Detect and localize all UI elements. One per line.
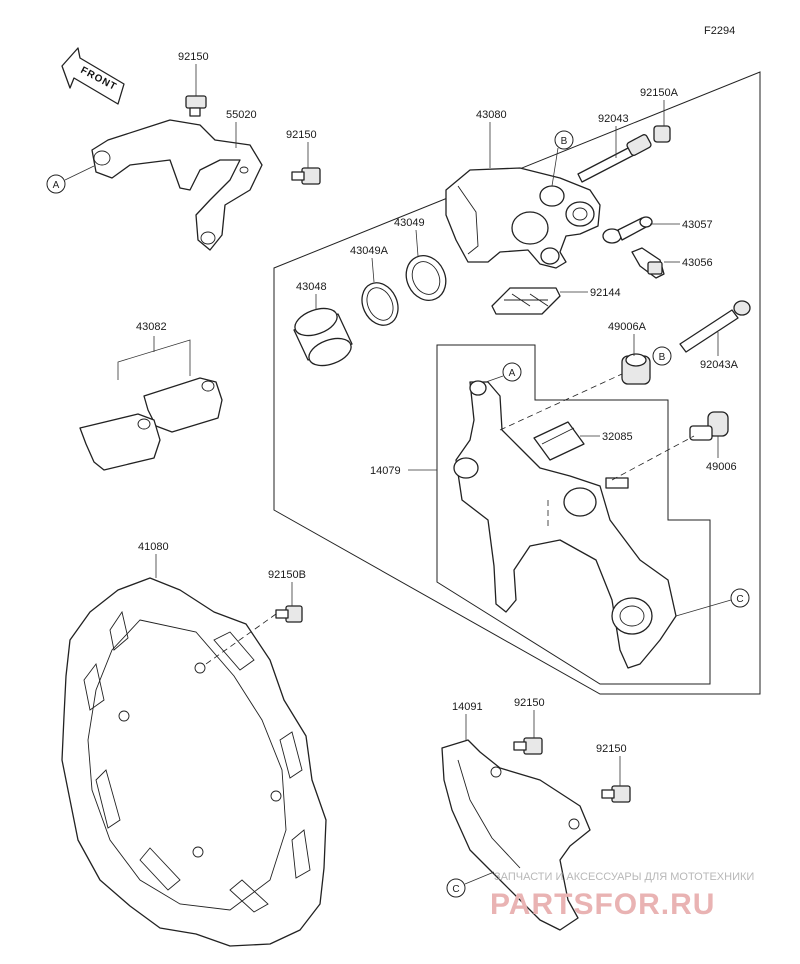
bracket-55020	[91, 119, 263, 251]
cap-92150a	[653, 125, 671, 143]
label-49006: 49006	[706, 461, 737, 473]
boot-49006	[689, 411, 729, 441]
ref-c-guard	[446, 878, 466, 898]
caliper-body-43080	[445, 167, 601, 269]
label-43082: 43082	[136, 321, 167, 333]
label-43056: 43056	[682, 257, 713, 269]
piston-43048	[293, 307, 353, 367]
caliper-bracket-14079	[453, 380, 677, 669]
boot-49006a	[621, 353, 651, 385]
bleeder-valve-43056	[631, 247, 665, 279]
disc-guard-14091	[441, 739, 591, 931]
label-14079: 14079	[370, 465, 401, 477]
label-43049a: 43049A	[350, 245, 389, 257]
label-32085: 32085	[602, 431, 633, 443]
ref-a-bracket	[502, 362, 522, 382]
bolt-92150b	[275, 605, 303, 623]
label-43057: 43057	[682, 219, 713, 231]
caliper-assembly-outline	[273, 71, 761, 695]
spring-92144	[491, 287, 561, 315]
label-92150-bottom-right: 92150	[596, 743, 627, 755]
ref-b-top	[554, 130, 574, 150]
label-43049: 43049	[394, 217, 425, 229]
bleeder-cap-43057	[602, 216, 653, 244]
svg-text:A: A	[53, 180, 60, 191]
label-92150a: 92150A	[640, 87, 679, 99]
brake-disc-41080	[61, 577, 327, 947]
figure-code: F2294	[704, 25, 735, 37]
svg-text:C: C	[736, 594, 743, 605]
pad-spring-32085	[533, 421, 585, 461]
label-92150-bottom-left: 92150	[514, 697, 545, 709]
label-14091: 14091	[452, 701, 483, 713]
label-92150b: 92150B	[268, 569, 306, 581]
bracket-subassembly-outline	[436, 344, 711, 685]
watermark-brand: PARTSFOR.RU	[490, 888, 715, 921]
pin-92043a	[679, 300, 751, 353]
bolt-92150-top	[185, 95, 207, 117]
svg-text:C: C	[452, 884, 459, 895]
brake-pads-43082	[79, 377, 223, 471]
label-92150-mid: 92150	[286, 129, 317, 141]
front-arrow-icon: FRONT	[61, 47, 125, 105]
label-92144: 92144	[590, 287, 621, 299]
label-92043: 92043	[598, 113, 629, 125]
svg-text:A: A	[509, 368, 516, 379]
label-92150-top: 92150	[178, 51, 209, 63]
label-55020: 55020	[226, 109, 257, 121]
label-43048: 43048	[296, 281, 327, 293]
ref-b-right	[652, 346, 672, 366]
label-49006a: 49006A	[608, 321, 647, 333]
bolt-92150-bottom-left	[513, 737, 543, 755]
bolt-92150-bottom-right	[601, 785, 631, 803]
ref-a-left	[46, 174, 66, 194]
label-43080: 43080	[476, 109, 507, 121]
bolt-92150-mid	[291, 167, 321, 185]
ref-c-bracket	[730, 588, 750, 608]
seal-43049	[405, 255, 447, 301]
seal-43049a	[361, 282, 399, 326]
svg-text:B: B	[659, 352, 666, 363]
label-92043a: 92043A	[700, 359, 739, 371]
watermark-caption: ЗАПЧАСТИ И АКСЕССУАРЫ ДЛЯ МОТОТЕХНИКИ	[494, 871, 754, 883]
label-41080: 41080	[138, 541, 169, 553]
pin-92043	[577, 134, 652, 183]
svg-text:B: B	[561, 136, 568, 147]
